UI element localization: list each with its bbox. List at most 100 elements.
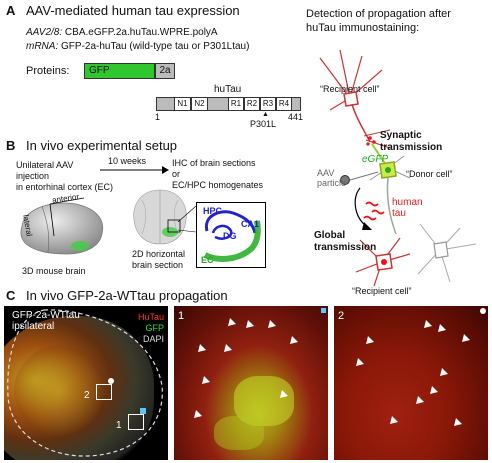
schematic-title: Detection of propagation after huTau imm… [306, 7, 451, 35]
duration-arrow-icon [100, 166, 169, 174]
domain-r4: R4 [276, 97, 292, 111]
domain-n2: N2 [191, 97, 208, 111]
roi-2-box [96, 384, 112, 400]
propagation-arrowhead-icon [362, 222, 372, 230]
construct-value: CBA.eGFP.2a.huTau.WPRE.polyA [64, 27, 218, 38]
readout-line-1: IHC of brain sections [172, 158, 256, 168]
zoom-1-marker-icon [321, 308, 326, 313]
global-line-2: transmission [314, 242, 377, 253]
residue-start: 1 [155, 112, 161, 122]
readout-line-2: or [172, 169, 181, 179]
twoa-box: 2a [155, 63, 175, 79]
overview-title-line-1: GFP-2a-WTtau [12, 310, 80, 321]
zoom-2-arrowheads [356, 320, 470, 426]
synaptic-transmission-label: Synaptic transmission [380, 130, 442, 154]
human-tau-label: human tau [392, 197, 423, 219]
roi-2-label: 2 [84, 390, 90, 401]
recipient-cell-bottom [355, 237, 411, 287]
human-tau-fragments [363, 201, 385, 221]
gfp-cluster [234, 376, 294, 426]
gfp-box: GFP [84, 63, 155, 79]
readout-text: IHC of brain sections or EC/HPC homogena… [172, 158, 263, 191]
zoom-1-arrowheads [194, 318, 298, 418]
channel-gfp: GFP [145, 323, 164, 333]
mutation-label: P301L [250, 119, 277, 129]
propagation-arrow-icon [354, 187, 367, 227]
section-outline [7, 309, 163, 457]
donor-cell [369, 143, 411, 235]
brain-3d-illustration [20, 197, 104, 255]
panel-c-title: In vivo GFP-2a-WTtau propagation [26, 288, 228, 303]
aav-pointer [349, 171, 379, 181]
mrna-line: mRNA: GFP-2a-huTau (wild-type tau or P30… [26, 41, 249, 53]
recipient-cell-top-label: “Recipient cell” [320, 84, 380, 94]
injection-line-1: Unilateral AAV [16, 160, 74, 170]
duration-label: 10 weeks [108, 156, 147, 166]
zoom-1-micrograph: 1 [174, 306, 328, 460]
donor-cell-label: “Donor cell” [406, 169, 453, 179]
domain-n1: N1 [174, 97, 191, 111]
zoom-connector-lines [177, 205, 197, 233]
domain-r2: R2 [244, 97, 260, 111]
brain-3d-caption: 3D mouse brain [22, 266, 86, 276]
tissue-highlight [14, 346, 104, 436]
brain-2d-caption-line-2: brain section [132, 260, 184, 270]
overview-title-line-2: ipsilateral [12, 321, 55, 332]
roi-1-label: 1 [116, 420, 122, 431]
schematic-title-line-1: Detection of propagation after [306, 8, 451, 20]
mrna-value: GFP-2a-huTau (wild-type tau or P301Ltau) [61, 41, 250, 52]
hpc-drawing [203, 210, 261, 262]
egfp-label: eGFP [362, 154, 389, 165]
roi-1-box [128, 414, 144, 430]
zoom-1-label: 1 [178, 310, 185, 322]
zoom-2-label: 2 [338, 310, 345, 322]
mutation-arrow-icon: ▲ [262, 111, 269, 118]
recipient-cell-bottom-label: “Recipient cell” [352, 286, 412, 296]
construct-line: AAV2/8: CBA.eGFP.2a.huTau.WPRE.polyA [26, 27, 218, 39]
injection-text: Unilateral AAV injection in entorhinal c… [16, 160, 113, 193]
propagation-schematic [319, 49, 477, 287]
injection-line-3: in entorhinal cortex (EC) [16, 182, 114, 192]
brain-2d-section [133, 189, 187, 245]
human-tau-line-2: tau [392, 208, 406, 219]
human-tau-line-1: human [392, 197, 423, 208]
ca1-label: CA1 [241, 219, 260, 229]
proteins-label: Proteins: [26, 65, 70, 77]
aav-line-1: AAV [317, 168, 335, 178]
overview-title: GFP-2a-WTtau ipsilateral [12, 310, 80, 332]
channel-legend: HuTau GFP DAPI [138, 312, 164, 345]
hpc-inset: HPC CA1 DG EC [196, 202, 266, 268]
aav-particle-label: AAV particle [317, 168, 346, 188]
aav-particle-icon [340, 175, 350, 185]
dg-label: DG [223, 231, 237, 241]
panel-b-title: In vivo experimental setup [26, 138, 178, 153]
panel-a-title: AAV-mediated human tau expression [26, 3, 240, 18]
schematic-title-line-2: huTau immunostaining: [306, 22, 420, 34]
synaptic-line-2: transmission [380, 142, 443, 153]
global-transmission-label: Global transmission [314, 230, 376, 254]
roi-2-marker-icon [108, 378, 114, 384]
global-line-1: Global [314, 230, 346, 241]
ec-label: EC [201, 255, 214, 265]
residue-end: 441 [288, 112, 304, 122]
injection-line-2: injection [16, 171, 50, 181]
panel-b-letter: B [6, 138, 16, 153]
gfp-cluster-lower [214, 416, 264, 450]
domain-r3: R3 [260, 97, 276, 111]
synaptic-line-1: Synaptic [380, 130, 422, 141]
recipient-cell-top [319, 49, 391, 149]
zoom-2-micrograph: 2 [334, 306, 488, 460]
brain-2d-caption-line-1: 2D horizontal [132, 249, 186, 259]
overview-micrograph: GFP-2a-WTtau ipsilateral HuTau GFP DAPI … [4, 306, 168, 460]
hpc-label: HPC [203, 206, 223, 216]
domain-r1: R1 [228, 97, 244, 111]
panel-c-letter: C [6, 288, 16, 303]
roi-1-marker-icon [140, 408, 146, 414]
zoom-2-marker-icon [480, 308, 486, 314]
mrna-label: mRNA: [26, 41, 59, 52]
hutau-label: huTau [214, 84, 242, 95]
channel-dapi: DAPI [142, 334, 164, 344]
aav-line-2: particle [317, 178, 347, 188]
readout-line-3: EC/HPC homogenates [172, 180, 264, 190]
neighbor-cell [417, 223, 477, 283]
